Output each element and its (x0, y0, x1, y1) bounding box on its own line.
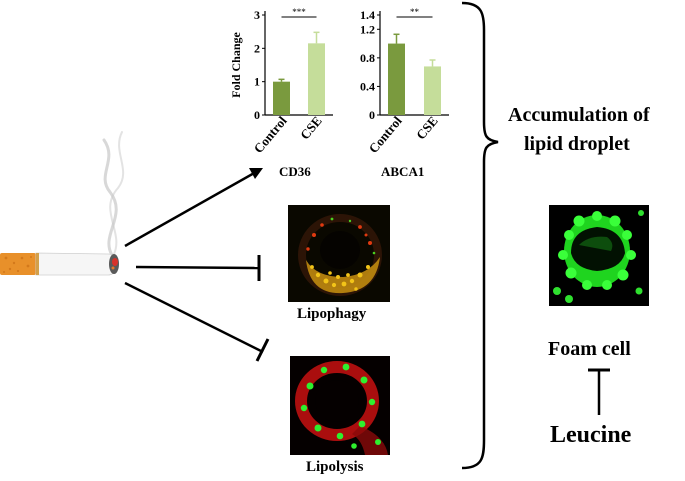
foam-cell-micrograph (549, 205, 649, 306)
y-tick-label: 3 (254, 8, 260, 22)
abca1-gene-label: ABCA1 (381, 164, 425, 179)
significance-stars: *** (292, 7, 306, 17)
bar-control (388, 43, 405, 116)
category-label: CSE (297, 113, 325, 142)
y-tick-label: 0 (369, 108, 375, 122)
inhibition-arrow-icon (588, 368, 610, 415)
lipolysis-micrograph (290, 356, 390, 455)
accumulation-title-line2: lipid droplet (524, 133, 630, 155)
y-tick-label: 0 (254, 108, 260, 122)
bar-control (273, 81, 290, 115)
y-tick-label: 1.2 (360, 22, 375, 36)
y-tick-label: 1.4 (360, 8, 375, 22)
inhibition-arrow-icon (124, 281, 270, 362)
lipophagy-micrograph (288, 205, 390, 302)
arrow-icon (124, 168, 263, 248)
lipolysis-label: Lipolysis (306, 459, 364, 475)
y-tick-label: 2 (254, 41, 260, 55)
y-axis-label: Fold Change (230, 31, 243, 97)
category-label: CSE (413, 113, 441, 142)
significance-stars: ** (410, 7, 420, 17)
cigarette-icon (0, 252, 119, 276)
y-tick-label: 1 (254, 75, 260, 89)
y-tick-label: 0.8 (360, 51, 375, 65)
leucine-label: Leucine (550, 422, 632, 448)
lipophagy-label: Lipophagy (297, 306, 367, 322)
bar-cse (424, 66, 441, 115)
bar-cse (308, 43, 325, 116)
cd36-gene-label: CD36 (279, 164, 311, 179)
accumulation-title-line1: Accumulation of (508, 104, 650, 126)
curly-bracket-icon (461, 1, 499, 470)
smoke-icon (102, 131, 125, 257)
inhibition-arrow-icon (135, 255, 261, 281)
foam-cell-label: Foam cell (548, 338, 631, 360)
y-tick-label: 0.4 (360, 79, 375, 93)
